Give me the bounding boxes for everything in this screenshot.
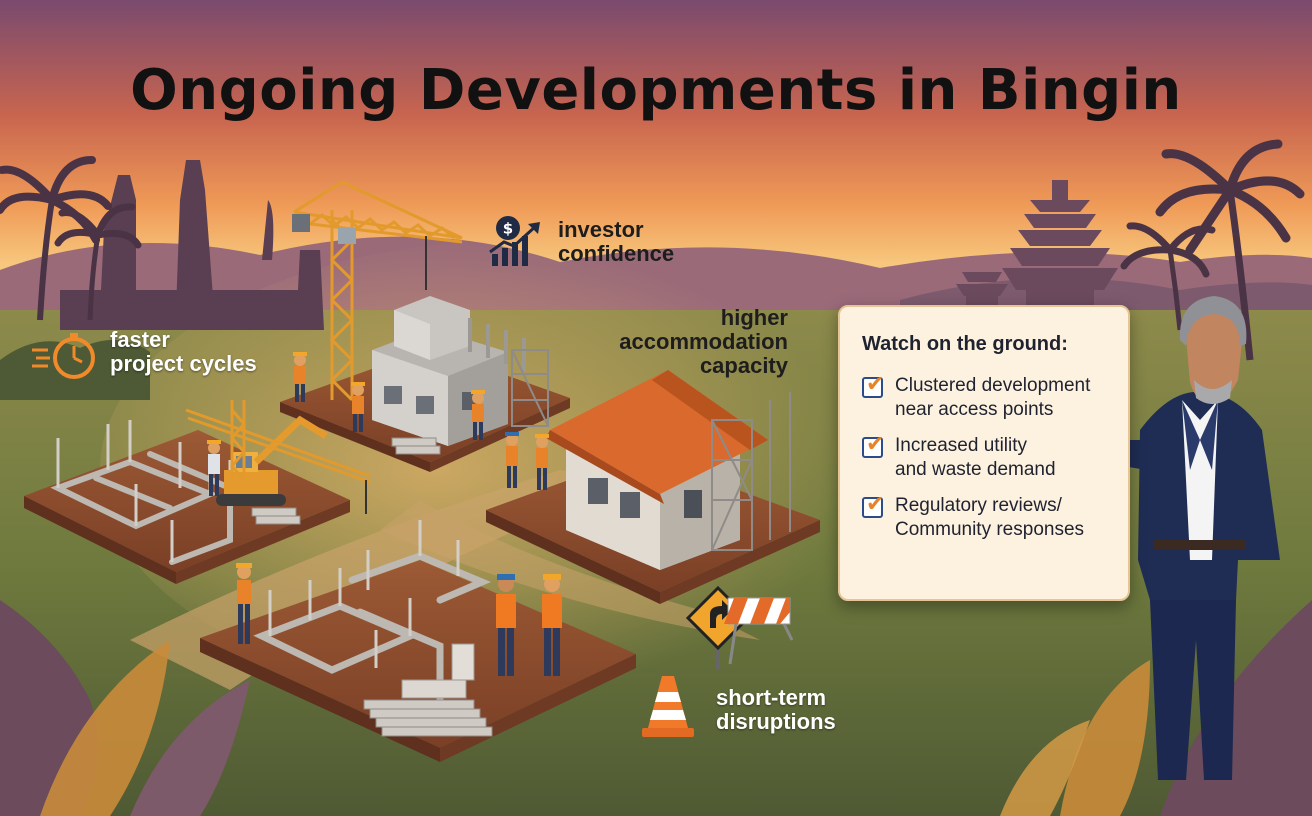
watch-on-ground-panel: Watch on the ground: Clustered developme… bbox=[838, 305, 1130, 601]
checklist-item: Increased utility and waste demand bbox=[862, 432, 1110, 482]
callout-line: confidence bbox=[558, 241, 675, 266]
checklist-item: Regulatory reviews/ Community responses bbox=[862, 492, 1110, 542]
callout-line: project cycles bbox=[110, 351, 257, 376]
callout-short-term-disruptions: short-term disruptions bbox=[716, 686, 836, 734]
lot-house-orange-roof bbox=[486, 370, 820, 604]
house-window bbox=[588, 478, 608, 504]
palm-trees-right bbox=[1120, 139, 1305, 361]
checkbox-checked-icon bbox=[862, 492, 884, 518]
checklist-text: Community responses bbox=[895, 519, 1085, 540]
callout-line: capacity bbox=[699, 353, 788, 378]
lot-foundation-bottom bbox=[200, 520, 636, 762]
foreground-leaves-right bbox=[1000, 600, 1312, 816]
worker-group-top bbox=[293, 352, 485, 440]
stopwatch-icon bbox=[32, 333, 95, 379]
foreground-leaves-left bbox=[0, 600, 250, 816]
checklist-text: Increased utility bbox=[895, 435, 1028, 456]
checklist-text: Regulatory reviews/ bbox=[895, 495, 1062, 516]
callout-line: accommodation bbox=[619, 329, 788, 354]
pagoda-right bbox=[956, 180, 1118, 308]
callout-line: disruptions bbox=[716, 709, 836, 734]
svg-text:$: $ bbox=[503, 220, 513, 238]
callout-line: faster bbox=[110, 327, 170, 352]
house-door bbox=[684, 490, 702, 518]
house-window bbox=[620, 492, 640, 518]
lot-foundation-left bbox=[24, 400, 371, 584]
callout-line: higher bbox=[720, 305, 788, 330]
traffic-cone-icon bbox=[642, 676, 694, 737]
page-title: Ongoing Developments in Bingin bbox=[130, 58, 1182, 123]
checkbox-checked-icon bbox=[862, 432, 884, 458]
callout-line: investor bbox=[558, 217, 644, 242]
checkbox-checked-icon bbox=[862, 372, 884, 398]
dollar-growth-chart-icon: $ bbox=[489, 216, 540, 266]
detour-sign-and-barrier bbox=[685, 585, 794, 670]
callout-line: short-term bbox=[716, 685, 827, 710]
panel-heading: Watch on the ground: bbox=[862, 333, 1068, 355]
checklist-item: Clustered development near access points bbox=[862, 372, 1110, 422]
lot-building-with-crane bbox=[280, 180, 570, 472]
dirt-path-2 bbox=[380, 500, 760, 640]
callout-investor-confidence: investor confidence bbox=[558, 218, 674, 266]
bushes-left bbox=[0, 339, 150, 400]
callout-accommodation-capacity: higher accommodation capacity bbox=[606, 306, 788, 378]
checklist-text: Clustered development bbox=[895, 375, 1091, 396]
palm-trees-left bbox=[0, 156, 142, 321]
callout-faster-project-cycles: faster project cycles bbox=[110, 328, 257, 376]
checklist-text: near access points bbox=[895, 399, 1054, 420]
checklist-text: and waste demand bbox=[895, 459, 1056, 480]
